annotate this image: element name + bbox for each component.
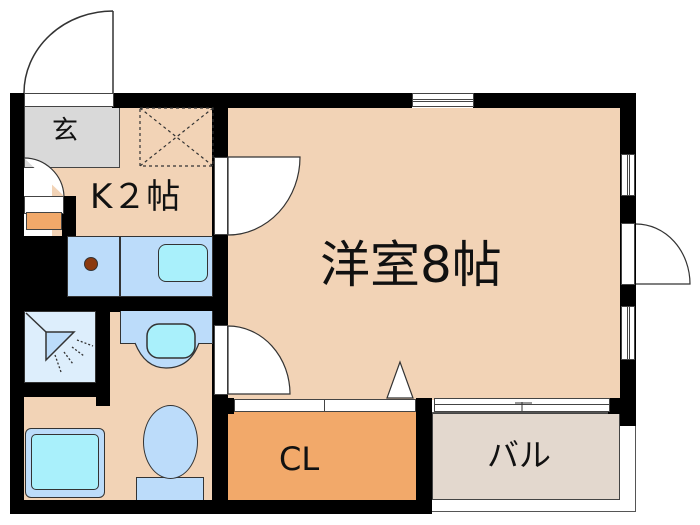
kitchen-room-door-swing: [227, 156, 301, 236]
wall-kitchen-left-block: [10, 236, 68, 298]
overhead-storage: [139, 107, 214, 167]
washbasin-basin: [146, 323, 196, 359]
stove-burner-icon: [84, 257, 98, 271]
balcony-floor[interactable]: [432, 413, 620, 500]
room-label-western-room: 洋室8帖: [320, 236, 502, 294]
closet-sliding-door[interactable]: [234, 399, 416, 412]
window-right-upper[interactable]: [621, 154, 635, 196]
wall-top: [112, 93, 412, 108]
wall-kitchen-notch: [62, 196, 76, 242]
shoe-cabinet: [26, 212, 62, 230]
wall-shower-right: [96, 296, 110, 406]
closet-floor[interactable]: [228, 412, 418, 500]
entrance-door-swing: [23, 10, 114, 94]
bath-room-door-swing: [227, 325, 291, 395]
wall-mid-horizontal: [10, 296, 220, 312]
kitchen-sink-basin: [158, 244, 208, 282]
wall-bottom: [10, 500, 432, 514]
room-label-closet: CL: [279, 440, 320, 478]
wall-top-right: [473, 93, 636, 108]
window-right-lower[interactable]: [621, 306, 635, 360]
right-door-swing: [635, 223, 691, 285]
door-opening-right: [621, 223, 635, 285]
wall-closet-right: [416, 398, 432, 514]
bathtub-inner: [31, 434, 99, 490]
shower-spray-icon: [54, 339, 94, 373]
toilet-bowl[interactable]: [143, 405, 198, 479]
genkan-door-swing: [23, 157, 65, 197]
room-label-genkan: 玄: [52, 116, 79, 146]
wall-right-corner: [608, 398, 636, 414]
entry-marker-icon: [386, 360, 414, 399]
wall-shower-bottom: [10, 383, 110, 397]
window-top[interactable]: [412, 93, 474, 107]
room-label-kitchen: K２帖: [90, 177, 181, 217]
kitchen-floor: [120, 106, 212, 236]
room-label-balcony: バル: [487, 436, 552, 474]
wall-closet-top: [212, 398, 234, 414]
entrance-opening: [24, 93, 114, 107]
shower-head-icon: [45, 331, 76, 362]
